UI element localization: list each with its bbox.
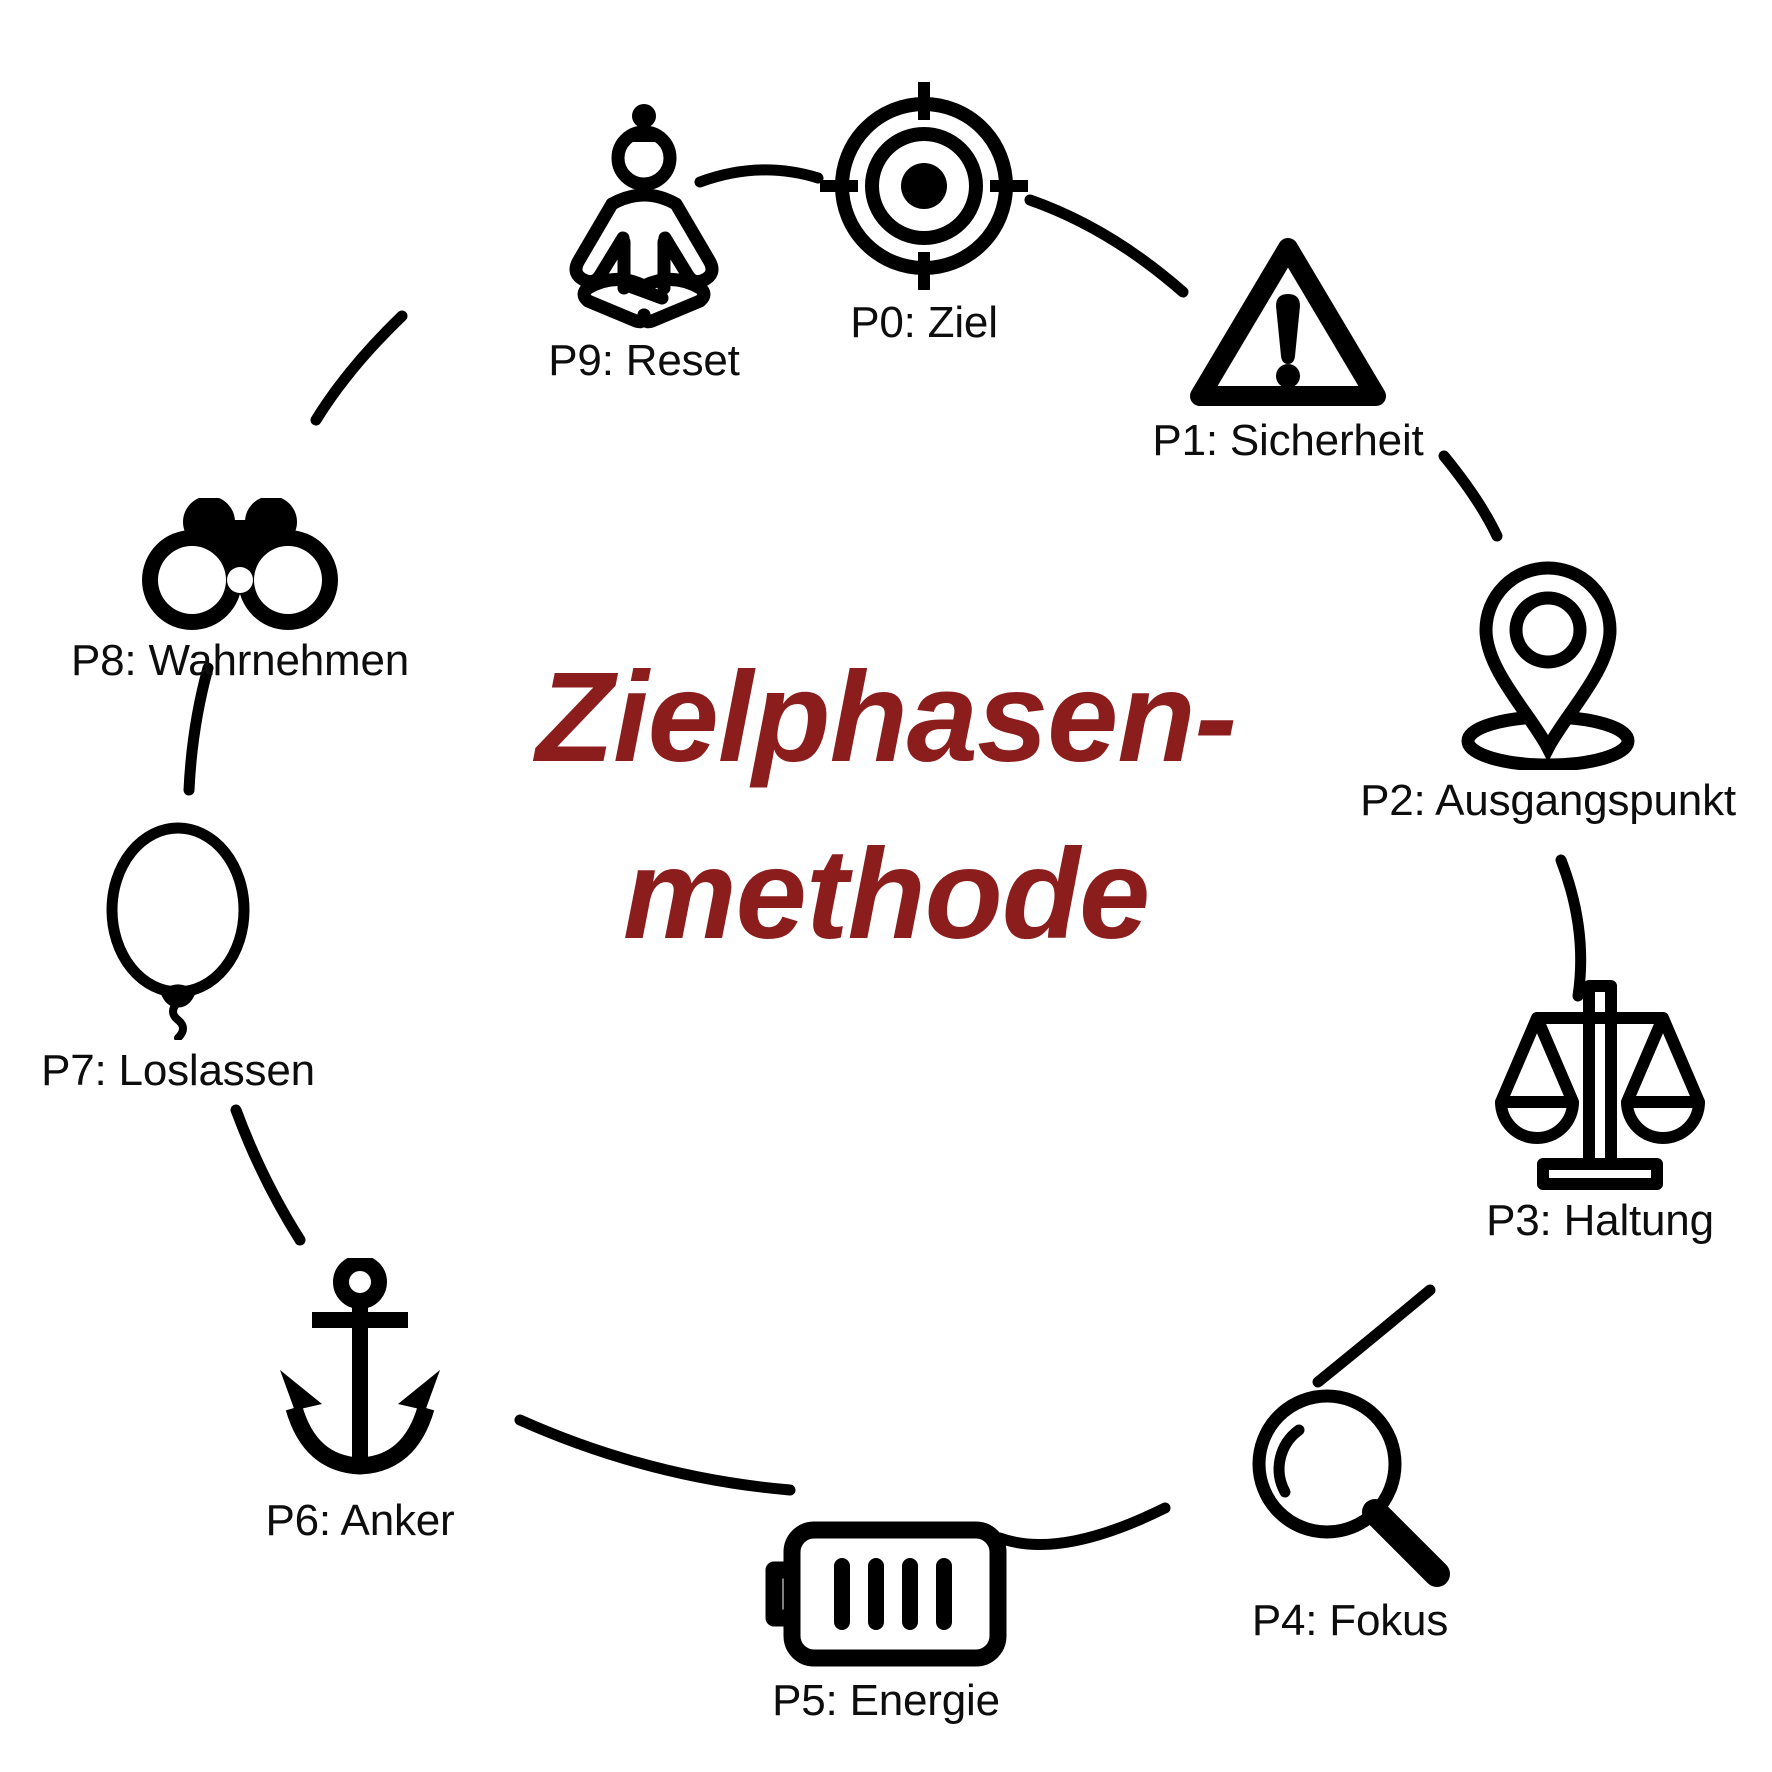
map-pin-icon: [1461, 561, 1635, 770]
warning-triangle-icon: [1190, 238, 1386, 406]
meditation-icon: [569, 104, 719, 329]
node-p7[interactable]: P7: Loslassen: [0, 800, 408, 1096]
node-p2-icon-box: [1318, 530, 1772, 770]
node-p4[interactable]: P4: Fokus: [1120, 1350, 1580, 1646]
node-p7-icon-box: [0, 800, 408, 1040]
node-p7-label: P7: Loslassen: [41, 1046, 315, 1095]
connector-p2-p3: [1555, 854, 1587, 1002]
node-p0-icon-box: [694, 52, 1154, 292]
node-p5-icon-box: [656, 1430, 1116, 1670]
node-p1-icon-box: [1058, 170, 1518, 410]
node-p6[interactable]: P6: Anker: [130, 1250, 590, 1546]
node-p5[interactable]: P5: Energie: [656, 1430, 1116, 1726]
node-p1-label: P1: Sicherheit: [1152, 416, 1424, 465]
connector-p4-p5: [994, 1502, 1171, 1551]
magnifier-icon: [1252, 1389, 1450, 1587]
node-p9-label: P9: Reset: [548, 336, 740, 385]
node-p2[interactable]: P2: Ausgangspunkt: [1318, 530, 1772, 826]
connector-p8-p9: [310, 310, 408, 426]
node-p9-icon-box: [414, 90, 874, 330]
node-p6-label: P6: Anker: [265, 1496, 455, 1545]
node-p2-label: P2: Ausgangspunkt: [1360, 776, 1736, 825]
node-p4-icon-box: [1120, 1350, 1580, 1590]
anchor-icon: [280, 1258, 440, 1475]
node-p8-icon-box: [10, 390, 470, 630]
binoculars-icon: [142, 498, 338, 630]
node-p0-label: P0: Ziel: [850, 298, 998, 347]
node-p6-icon-box: [130, 1250, 590, 1490]
node-p0[interactable]: P0: Ziel: [694, 52, 1154, 348]
node-p8-label: P8: Wahrnehmen: [71, 636, 409, 685]
connector-p3-p4: [1312, 1284, 1436, 1388]
connector-p0-p1: [1024, 194, 1189, 298]
node-p3-label: P3: Haltung: [1486, 1196, 1714, 1245]
node-p1[interactable]: P1: Sicherheit: [1058, 170, 1518, 466]
node-p5-label: P5: Energie: [772, 1676, 1000, 1725]
node-p3[interactable]: P3: Haltung: [1370, 950, 1772, 1246]
target-icon: [820, 82, 1028, 290]
node-p3-icon-box: [1370, 950, 1772, 1190]
connector-p5-p6: [514, 1414, 796, 1496]
node-p9[interactable]: P9: Reset: [414, 90, 874, 386]
connector-p9-p0: [694, 164, 824, 188]
connector-p1-p2: [1438, 450, 1503, 542]
balloon-icon: [106, 822, 250, 1040]
node-p8[interactable]: P8: Wahrnehmen: [10, 390, 470, 686]
balance-scales-icon: [1495, 980, 1705, 1190]
connector-p7-p8: [183, 662, 214, 796]
battery-icon: [765, 1521, 1007, 1667]
connector-p6-p7: [230, 1104, 306, 1246]
node-p4-label: P4: Fokus: [1251, 1596, 1449, 1645]
